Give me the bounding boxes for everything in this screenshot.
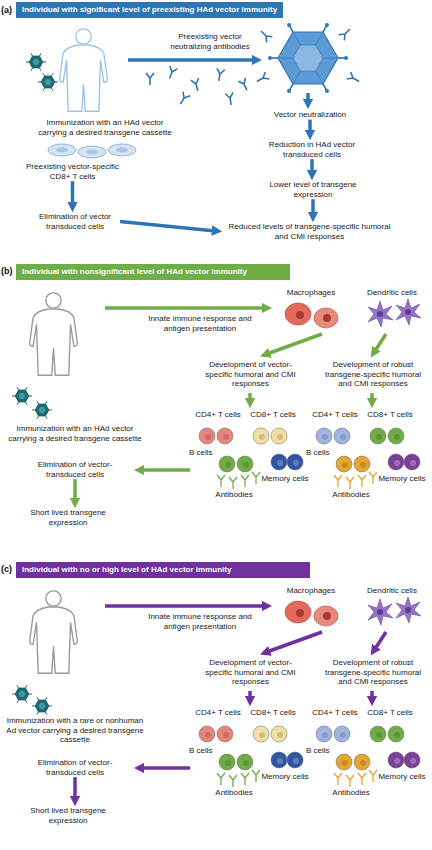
cell-label: Dendritic cells	[352, 288, 432, 298]
flow-step: Vector neutralization	[270, 110, 350, 120]
person-figure	[30, 293, 78, 375]
node-text: Individual with nonsignificant level of …	[22, 267, 284, 277]
node-text: Development of vector-specific humoral a…	[198, 360, 303, 389]
cell-label: Memory cells	[376, 474, 428, 484]
flow-step: Elimination of vector-transduced cells	[20, 758, 130, 777]
flow-arrow	[308, 120, 312, 136]
annotation: Preexisting vector neutralizing antibodi…	[160, 32, 260, 51]
node-text: Individual with significant level of pre…	[22, 5, 277, 15]
cell-label: Antibodies	[326, 788, 376, 798]
flow-step: Lower level of transgene expression	[268, 180, 358, 199]
node-text: Lower level of transgene expression	[268, 180, 358, 199]
panel-letter: (c)	[1, 564, 17, 575]
cell-label: CD8+ T cells	[364, 410, 416, 420]
flow-arrow	[71, 181, 75, 208]
node-text: Development of robust transgene-specific…	[318, 658, 428, 687]
annotation: Innate immune response and antigen prese…	[135, 612, 265, 631]
panel-letter: (a)	[1, 5, 17, 16]
panel-banner: Individual with nonsignificant level of …	[16, 264, 290, 280]
panel-banner: Individual with significant level of pre…	[16, 2, 283, 18]
cell-label: CD4+ T cells	[312, 410, 358, 420]
cell-label: Antibodies	[326, 490, 376, 500]
cell-label: B cells	[189, 746, 223, 756]
flow-step: Reduction in HAd vector transduced cells	[262, 140, 362, 159]
node-text: Short lived transgene expression	[22, 508, 114, 527]
flow-step: Development of vector-specific humoral a…	[198, 658, 303, 687]
cell-label: CD4+ T cells	[195, 708, 241, 718]
vector-particle	[268, 23, 348, 93]
flow-step: Elimination of vector-transduced cells	[20, 460, 130, 479]
vector-icon	[26, 53, 46, 70]
antigen-presenting-cells	[285, 299, 421, 328]
flow-step: Development of vector-specific humoral a…	[198, 360, 303, 389]
node-text: Elimination of vector-transduced cells	[20, 460, 130, 479]
cell-label: B cells	[306, 746, 340, 756]
flow-arrow	[105, 606, 386, 768]
node-text: Reduced levels of transgene-specific hum…	[222, 222, 397, 241]
flow-arrow	[128, 58, 258, 62]
flow-arrow	[105, 308, 386, 470]
node-text: Elimination of vector-transduced cells	[20, 758, 130, 777]
vector-icon	[32, 401, 52, 418]
vector-icon	[32, 697, 52, 714]
antigen-presenting-cells	[285, 597, 421, 626]
cell-label: Memory cells	[259, 474, 311, 484]
node-text: Short lived transgene expression	[22, 806, 114, 825]
cell-label: Memory cells	[259, 772, 311, 782]
panel-banner: Individual with no or high level of HAd …	[16, 562, 310, 578]
cell-label: CD4+ T cells	[312, 708, 358, 718]
annotation: Innate immune response and antigen prese…	[135, 314, 265, 333]
cell-label: Antibodies	[209, 490, 259, 500]
flow-arrow	[73, 777, 77, 802]
cell-label: CD4+ T cells	[195, 410, 241, 420]
flow-arrow	[73, 479, 77, 504]
flow-step: Development of robust transgene-specific…	[318, 360, 428, 389]
panel-letter: (b)	[1, 266, 17, 277]
flow-step: Preexisting vector-specific CD8+ T cells	[15, 162, 130, 181]
flow-arrow	[306, 93, 310, 105]
node-text: Development of robust transgene-specific…	[318, 360, 428, 389]
node-text: Reduction in HAd vector transduced cells	[262, 140, 362, 159]
cell-label: CD8+ T cells	[247, 708, 299, 718]
node-text: Preexisting vector-specific CD8+ T cells	[15, 162, 130, 181]
flow-arrow	[120, 222, 218, 232]
antibody	[146, 26, 361, 106]
vector-icon	[38, 73, 58, 90]
cell-label: CD8+ T cells	[247, 410, 299, 420]
person-figure	[30, 591, 78, 673]
node-text: Individual with no or high level of HAd …	[22, 565, 304, 575]
person-figure	[60, 29, 108, 111]
cell-label: Macrophages	[280, 288, 342, 298]
flow-step: Reduced levels of transgene-specific hum…	[222, 222, 397, 241]
flow-arrow	[310, 159, 314, 176]
annotation: Immunization with an HAd vector carrying…	[35, 118, 175, 137]
annotation: Immunization with an HAd vector carrying…	[5, 424, 145, 443]
node-text: Development of vector-specific humoral a…	[198, 658, 303, 687]
flow-step: Elimination of vector transduced cells	[30, 212, 120, 231]
transduced-cell	[48, 144, 136, 158]
vector-icon	[12, 685, 32, 702]
node-text: Vector neutralization	[270, 110, 350, 120]
flow-arrow	[311, 199, 315, 218]
flow-step: Short lived transgene expression	[22, 508, 114, 527]
cell-label: B cells	[306, 448, 340, 458]
flow-step: Short lived transgene expression	[22, 806, 114, 825]
cell-label: CD8+ T cells	[364, 708, 416, 718]
cell-label: B cells	[189, 448, 223, 458]
cell-label: Dendritic cells	[352, 586, 432, 596]
vector-icon	[12, 387, 32, 404]
flow-step: Development of robust transgene-specific…	[318, 658, 428, 687]
cell-label: Antibodies	[209, 788, 259, 798]
node-text: Elimination of vector transduced cells	[30, 212, 120, 231]
cell-label: Memory cells	[376, 772, 428, 782]
annotation: Immunization with a rare or nonhuman Ad …	[5, 716, 145, 745]
cell-label: Macrophages	[280, 586, 342, 596]
